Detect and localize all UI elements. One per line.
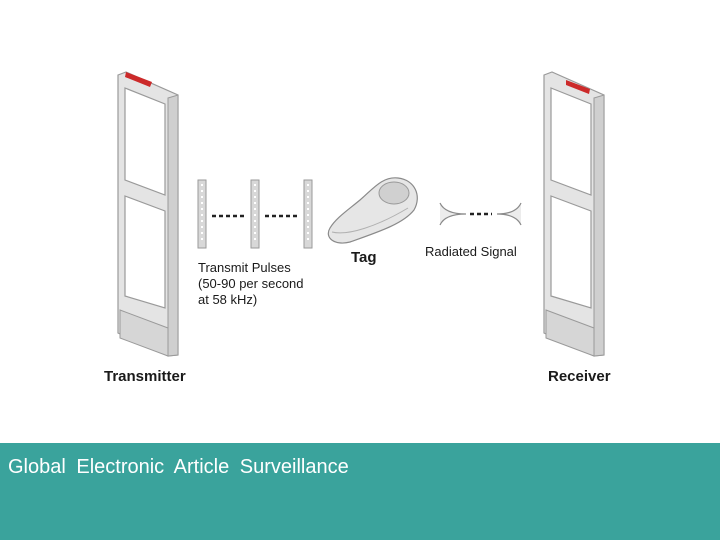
transmitter-gate-icon [117,71,179,357]
transmit-pulses-line: (50-90 per second [198,276,304,291]
radiated-signal-label: Radiated Signal [425,244,517,259]
eas-diagram-graphic [117,71,605,357]
transmit-pulses-icon [197,179,313,249]
transmitter-label: Transmitter [104,368,186,385]
transmit-pulses-label: Transmit Pulses (50-90 per second at 58 … [198,260,304,308]
radiated-signal-icon [439,202,522,226]
transmit-pulses-line: at 58 kHz) [198,292,258,307]
footer-title: Global Electronic Article Surveillance [8,456,349,478]
transmit-pulses-line: Transmit Pulses [198,260,291,275]
footer-banner: Global Electronic Article Surveillance [0,443,720,540]
tag-label: Tag [351,249,377,266]
receiver-gate-icon [543,71,605,357]
receiver-label: Receiver [548,368,611,385]
eas-diagram: Transmitter Receiver Tag Transmit Pulses… [104,71,611,385]
tag-icon [327,177,418,244]
